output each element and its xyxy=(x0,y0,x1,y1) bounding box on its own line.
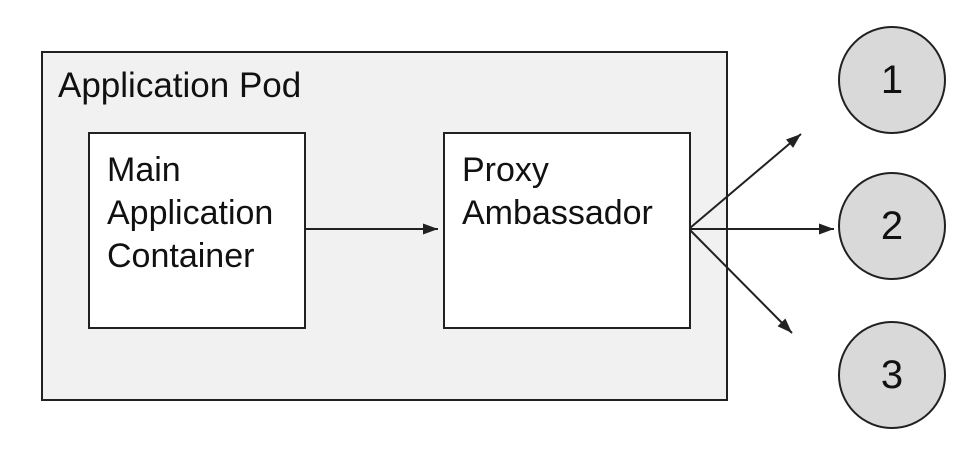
endpoint-circle-2: 2 xyxy=(838,172,946,280)
node-main-label: Main Application Container xyxy=(107,151,274,275)
node-main-application-container: Main Application Container xyxy=(88,132,306,329)
node-proxy-label: Proxy Ambassador xyxy=(462,151,653,232)
endpoint-1-label: 1 xyxy=(880,57,904,102)
endpoint-circle-1: 1 xyxy=(838,26,946,134)
endpoint-3-label: 3 xyxy=(880,352,904,397)
application-pod-group: Application Pod Main Application Contain… xyxy=(41,51,728,401)
application-pod-label: Application Pod xyxy=(58,66,302,105)
endpoint-2-label: 2 xyxy=(880,203,904,248)
node-proxy-ambassador: Proxy Ambassador xyxy=(443,132,691,329)
endpoint-circle-3: 3 xyxy=(838,321,946,429)
